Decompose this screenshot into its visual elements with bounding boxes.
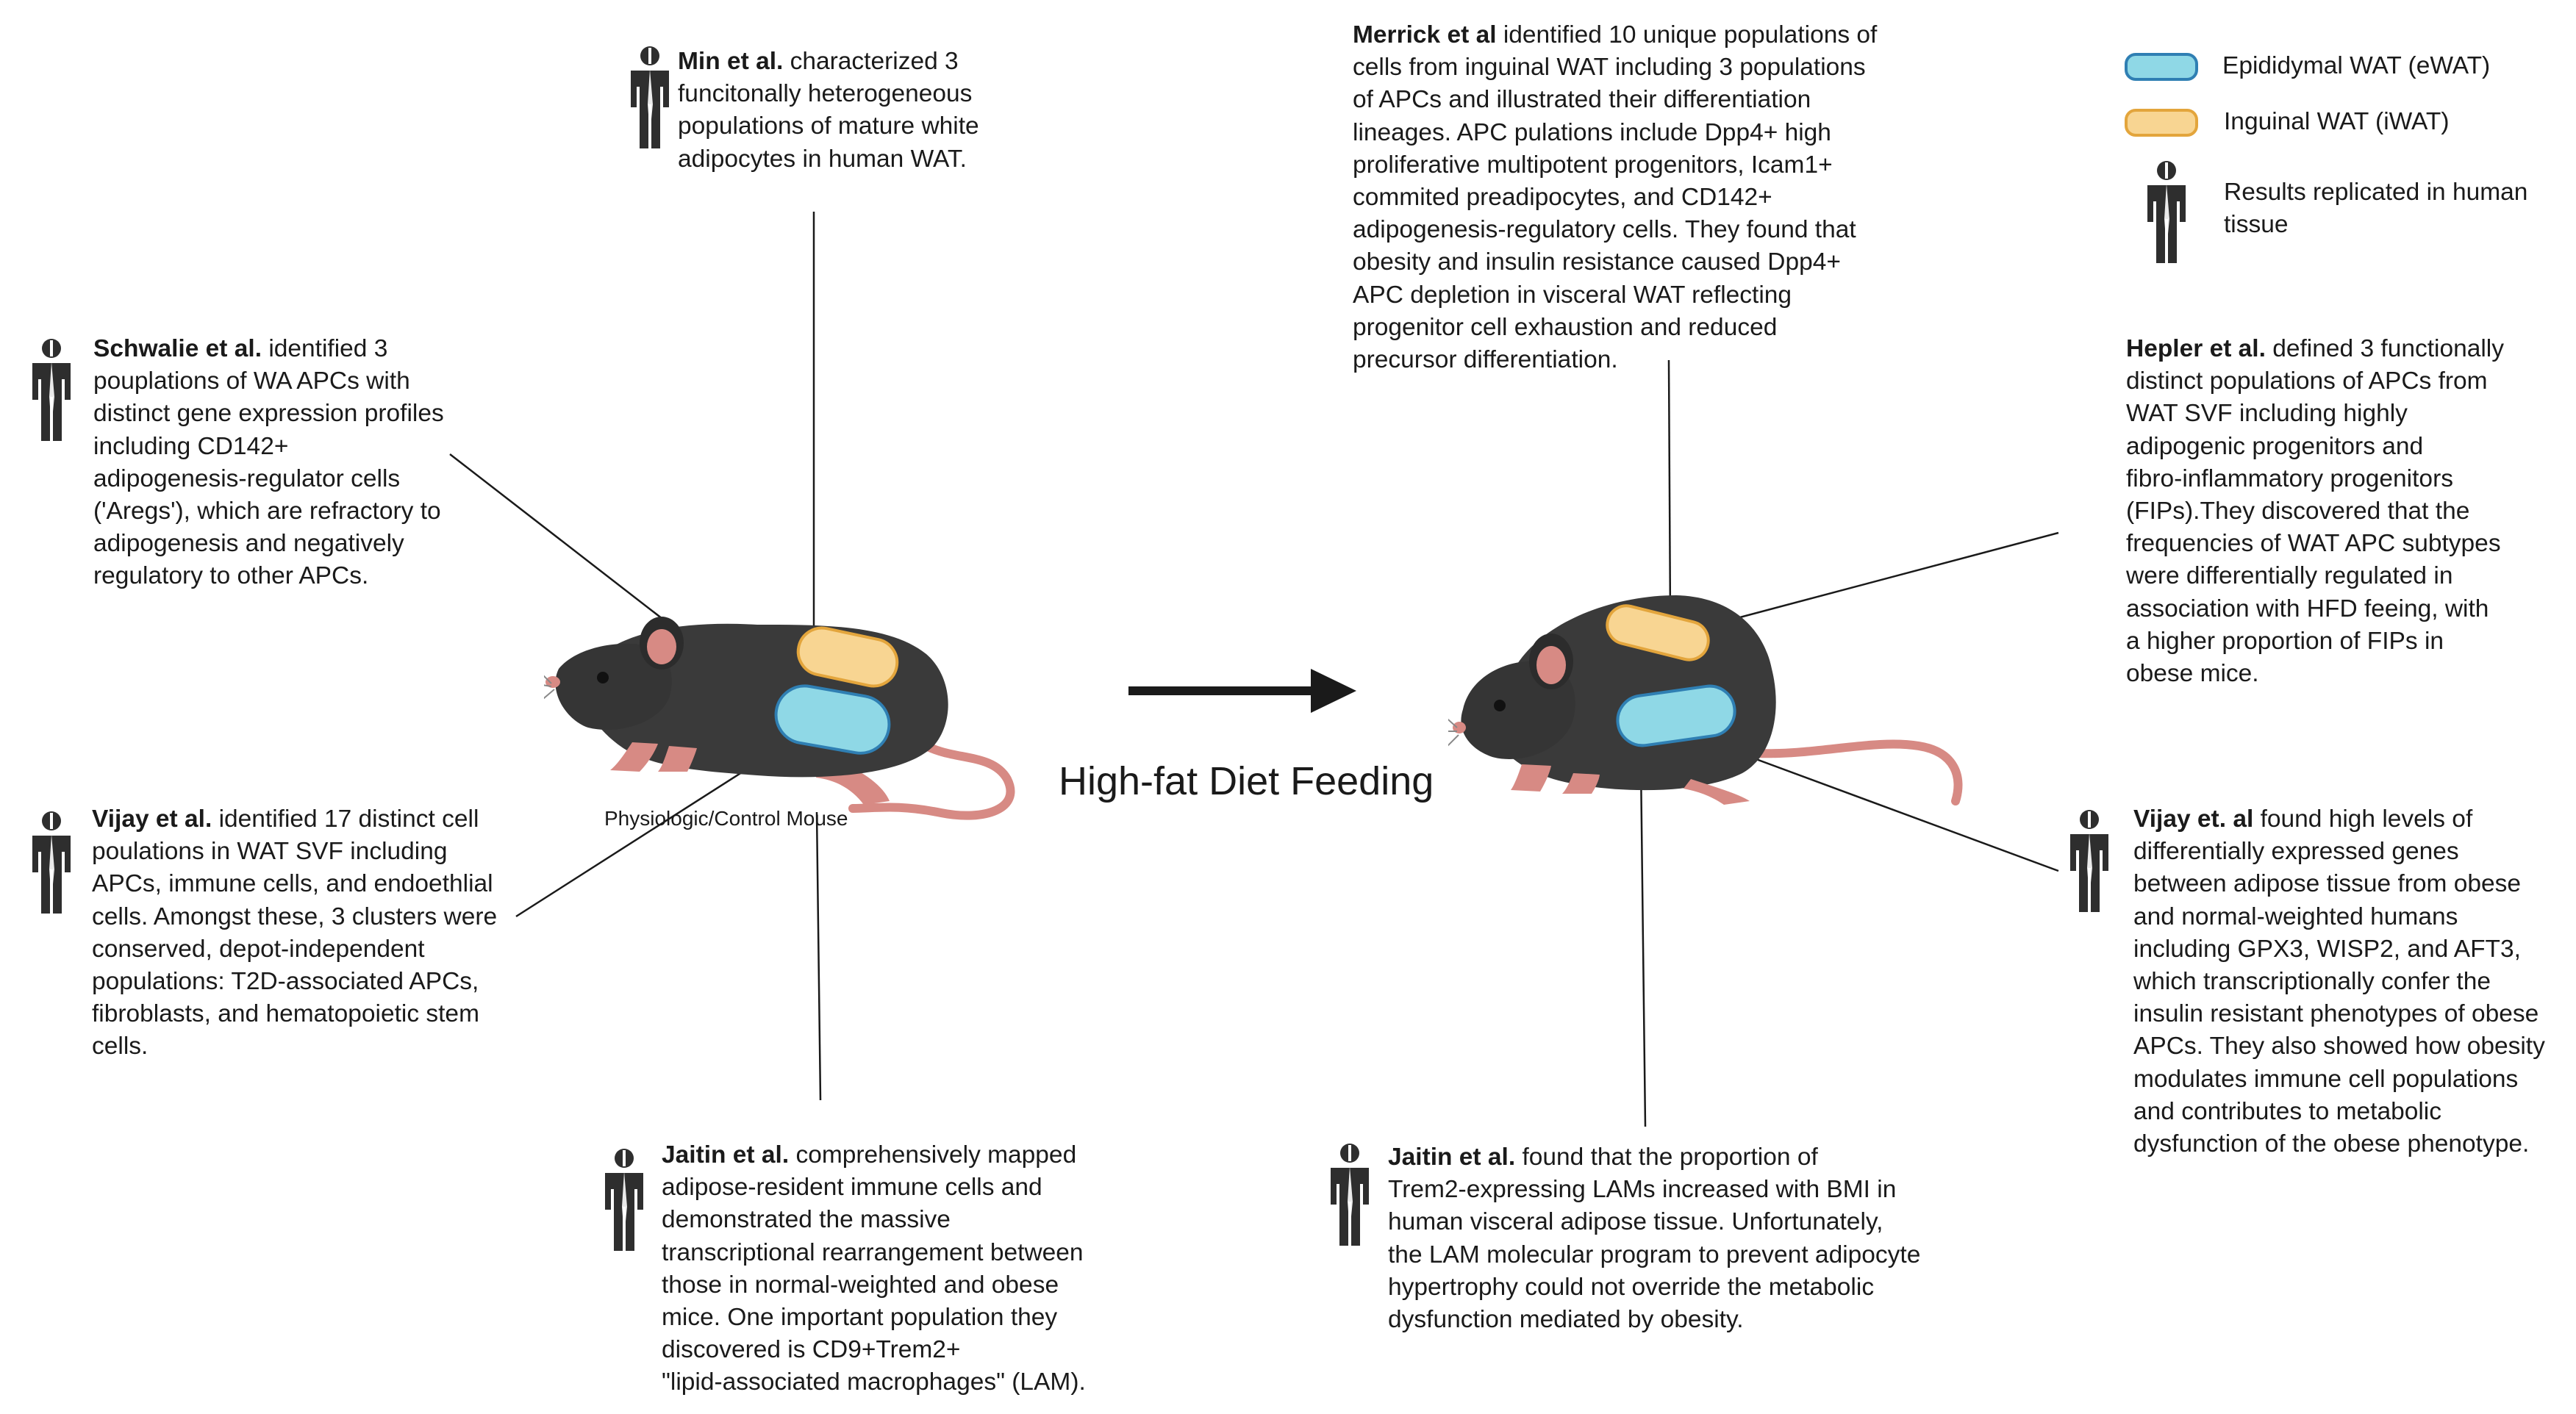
human-icon [631, 46, 669, 148]
obese-mouse [1448, 595, 1963, 805]
annotation-merrick: Merrick et al identified 10 unique popul… [1353, 21, 1878, 374]
arrow-icon [1128, 669, 1356, 713]
author-name: Merrick et al [1353, 21, 1497, 49]
legend-human-label: Results replicated in human tissue [2224, 176, 2576, 241]
connector-jaitin-right [1639, 764, 1647, 1127]
annotation-jaitin-left: Jaitin et al. comprehensively mapped adi… [662, 1141, 1086, 1396]
connector-merrick [1667, 359, 1672, 622]
human-icon [605, 1149, 643, 1251]
human-icon [32, 811, 71, 914]
legend-iwat-label: Inguinal WAT (iWAT) [2224, 108, 2450, 135]
author-name: Vijay et. al [2133, 805, 2254, 833]
annotation-schwalie: Schwalie et al. identified 3 pouplations… [93, 335, 444, 590]
connector-jaitin-left [815, 811, 822, 1101]
annotation-jaitin-right: Jaitin et al. found that the proportion … [1388, 1144, 1921, 1334]
author-name: Min et al. [678, 48, 784, 75]
author-name: Jaitin et al. [662, 1141, 790, 1169]
legend-human-line: Results replicated [2224, 179, 2420, 206]
human-icon [1331, 1144, 1369, 1246]
control-mouse-label: Physiologic/Control Mouse [604, 807, 848, 830]
annotation-vijay-left: Vijay et al. identified 17 distinct cell… [92, 805, 498, 1060]
annotation-min: Min et al. characterized 3 funcitonally … [678, 48, 979, 173]
legend-human-icon [2147, 161, 2186, 263]
author-name: Hepler et al. [2126, 335, 2266, 362]
legend-human-line: in human tissue [2224, 179, 2528, 238]
control-mouse [544, 617, 1015, 820]
human-icon [32, 339, 71, 441]
diet-label: High-fat Diet Feeding [1059, 759, 1434, 803]
legend-ewat-swatch [2125, 53, 2198, 81]
legend-iwat-swatch [2125, 109, 2198, 137]
human-icon [2070, 810, 2108, 912]
annotation-hepler: Hepler et al. defined 3 functionally dis… [2126, 335, 2504, 688]
author-name: Vijay et al. [92, 805, 212, 833]
author-name: Jaitin et al. [1388, 1144, 1516, 1171]
annotation-vijay-right: Vijay et. al found high levels of differ… [2133, 805, 2545, 1158]
author-name: Schwalie et al. [93, 335, 262, 362]
legend-ewat-label: Epididymal WAT (eWAT) [2222, 52, 2491, 79]
